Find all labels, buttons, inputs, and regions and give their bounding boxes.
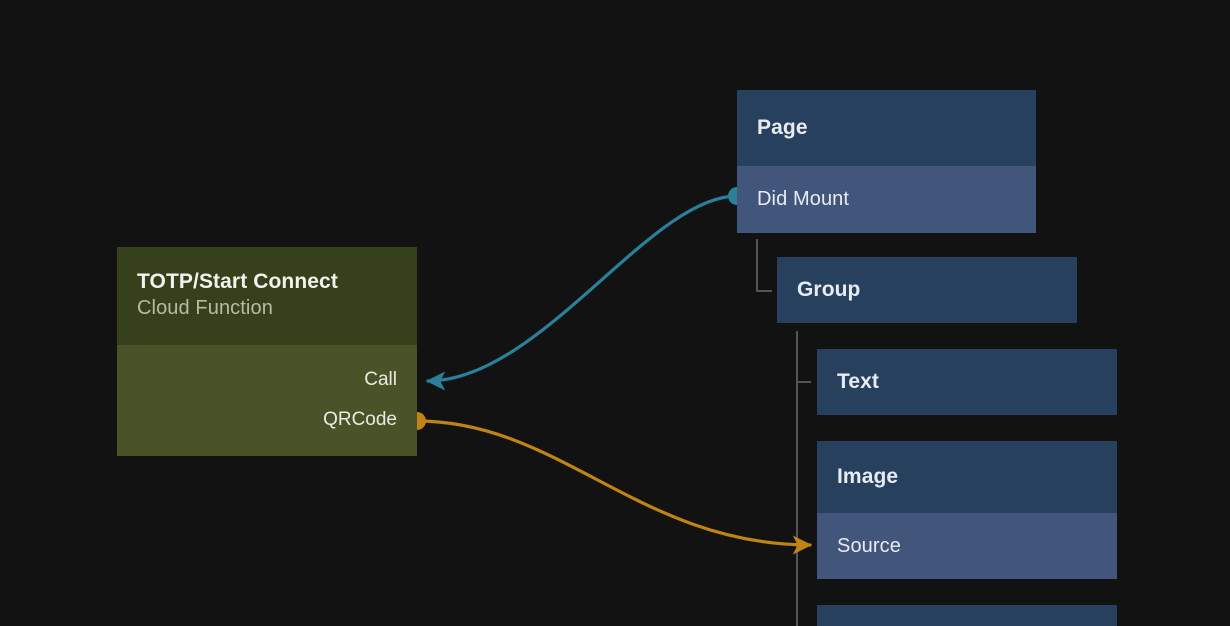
partial-node-header: [817, 605, 1117, 626]
function-node-body: Call QRCode: [117, 345, 417, 456]
page-node-row-did-mount[interactable]: Did Mount: [737, 166, 1036, 233]
page-row-label-did-mount: Did Mount: [757, 188, 850, 210]
node-group[interactable]: Group: [777, 257, 1077, 323]
tree-connector-group-text-tick: [796, 381, 811, 383]
tree-connector-group-spine: [796, 331, 798, 626]
group-node-title: Group: [797, 278, 861, 301]
port-qrcode[interactable]: QRCode: [323, 409, 397, 430]
port-call[interactable]: Call: [364, 369, 397, 390]
edge-qrcode-to-source: [415, 419, 812, 555]
group-node-header: Group: [777, 257, 1077, 323]
function-node-title: TOTP/Start Connect: [137, 270, 338, 293]
tree-connector-page-group-vertical: [756, 239, 758, 292]
edge-did-mount-to-call: [426, 194, 739, 391]
function-node-header: TOTP/Start Connect Cloud Function: [117, 247, 417, 345]
image-node-row-source[interactable]: Source: [817, 513, 1117, 579]
page-node-header: Page: [737, 90, 1036, 166]
node-totp-start-connect[interactable]: TOTP/Start Connect Cloud Function Call Q…: [117, 247, 417, 456]
image-node-title: Image: [837, 465, 899, 488]
node-text[interactable]: Text: [817, 349, 1117, 415]
node-partial-offscreen[interactable]: [817, 605, 1117, 626]
function-node-subtitle: Cloud Function: [137, 297, 273, 319]
node-image[interactable]: Image Source: [817, 441, 1117, 579]
tree-connector-page-group-horizontal: [756, 290, 772, 292]
page-node-title: Page: [757, 116, 808, 139]
image-row-label-source: Source: [837, 534, 901, 557]
text-node-title: Text: [837, 370, 880, 393]
node-page[interactable]: Page Did Mount: [737, 90, 1036, 233]
text-node-header: Text: [817, 349, 1117, 415]
image-node-header: Image: [817, 441, 1117, 513]
tree-connector-group-source-tick: [796, 544, 811, 546]
